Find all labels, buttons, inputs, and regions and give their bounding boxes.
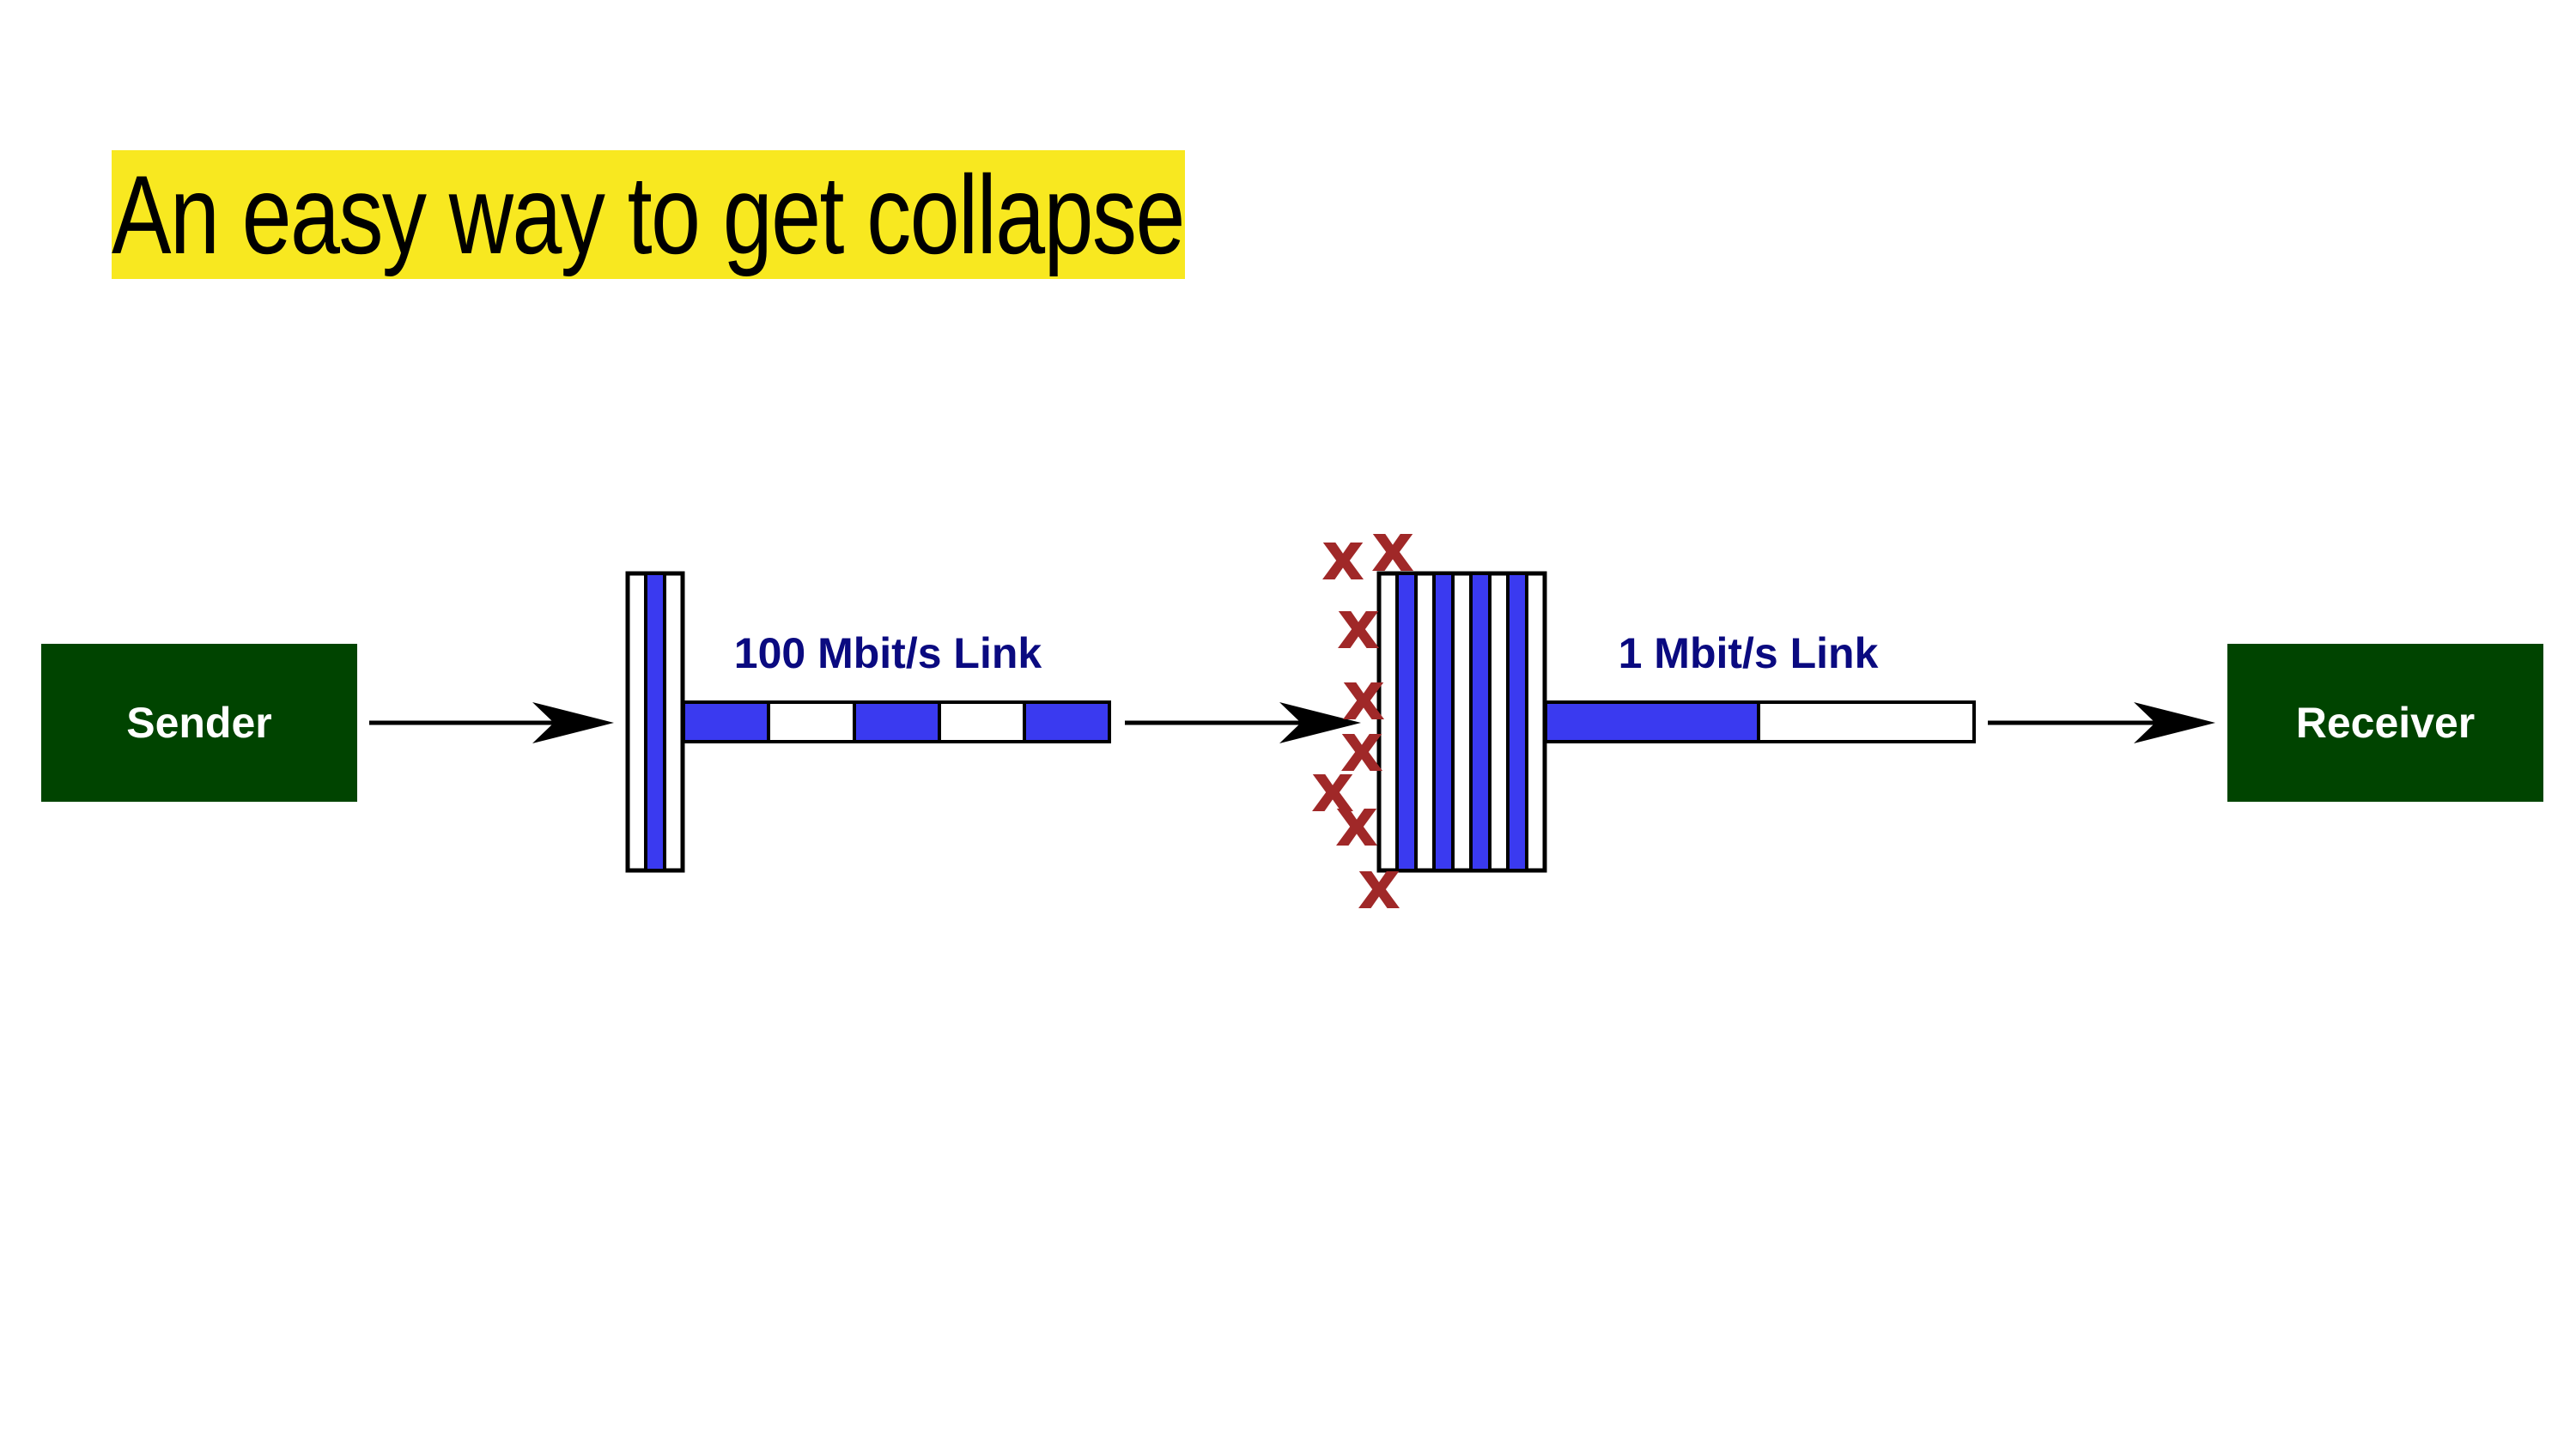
drop-x-icon: x bbox=[1311, 750, 1354, 828]
arrow-link-to-router bbox=[1125, 702, 1361, 743]
arrow-link-to-receiver bbox=[1988, 702, 2215, 743]
queued-packet bbox=[1395, 572, 1418, 872]
drop-x-icon: x bbox=[1358, 847, 1400, 925]
slow-link-label: 1 Mbit/s Link bbox=[1619, 629, 1879, 677]
drop-x-icon: x bbox=[1337, 587, 1380, 664]
queued-packet bbox=[1432, 572, 1455, 872]
fast-link-label: 100 Mbit/s Link bbox=[734, 629, 1042, 677]
drop-x-icon: x bbox=[1371, 510, 1414, 587]
slow-link bbox=[1544, 700, 1976, 743]
slide-title: An easy way to get collapse bbox=[112, 150, 1185, 279]
fast-link bbox=[682, 700, 1111, 743]
drop-x-icon: x bbox=[1321, 518, 1364, 596]
router-queue-2 bbox=[1376, 571, 1547, 873]
receiver-node: Receiver bbox=[2227, 644, 2543, 802]
link-packet bbox=[682, 700, 770, 743]
link-packet bbox=[1023, 700, 1111, 743]
drop-x-icon: x bbox=[1340, 710, 1383, 787]
drop-x-icon: x bbox=[1342, 658, 1385, 736]
drop-x-icon: x bbox=[1335, 785, 1378, 862]
sender-node: Sender bbox=[41, 644, 357, 802]
arrow-sender-to-router bbox=[369, 702, 614, 743]
link-packet bbox=[853, 700, 941, 743]
queued-packet bbox=[1469, 572, 1492, 872]
link-packet bbox=[1544, 700, 1760, 743]
sender-label: Sender bbox=[126, 699, 272, 747]
router-queue-1 bbox=[625, 571, 685, 873]
receiver-label: Receiver bbox=[2295, 699, 2476, 747]
dropped-packets: x x x x x x x x bbox=[1311, 510, 1414, 925]
queued-packet bbox=[1506, 572, 1528, 872]
